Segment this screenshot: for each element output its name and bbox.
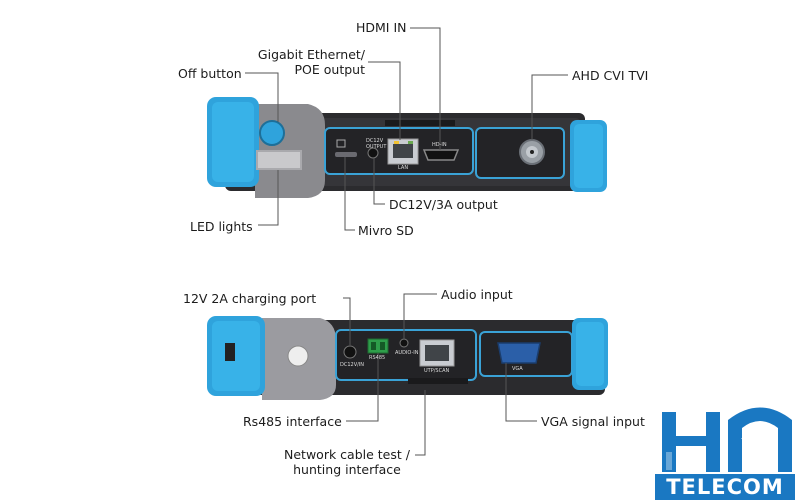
leader-rs485 (346, 353, 379, 422)
telecom-logo-text: TELECOM (655, 474, 795, 500)
leader-network-test (415, 390, 426, 456)
leader-dc-output (373, 158, 385, 205)
label-dc-output: DC12V/3A output (389, 197, 498, 212)
marking-utp: UTP/SCAN (424, 368, 450, 374)
label-rs485: Rs485 interface (243, 414, 342, 429)
off-button-icon (259, 120, 285, 146)
leader-ahd (531, 74, 568, 140)
top-device (207, 97, 607, 198)
marking-hdmi: HD-IN (432, 142, 447, 148)
label-led-lights: LED lights (190, 219, 253, 234)
label-micro-sd: Mivro SD (358, 223, 414, 238)
marking-vga: VGA (512, 366, 523, 372)
label-gigabit-ethernet: Gigabit Ethernet/ POE output (257, 47, 365, 77)
badge-icon (287, 345, 309, 367)
telecom-logo-graphic (653, 405, 798, 473)
audio-jack-icon (399, 338, 409, 348)
leader-audio-input (403, 293, 437, 339)
label-charging-port: 12V 2A charging port (183, 291, 317, 306)
hdmi-port-icon (422, 149, 460, 161)
marking-audio-in: AUDIO-IN (395, 350, 419, 356)
label-network-test: Network cable test / hunting interface (284, 447, 410, 477)
marking-dc-in: DC12V/IN (340, 362, 365, 368)
dc-in-port-icon (343, 345, 357, 359)
leader-micro-sd (344, 157, 355, 231)
bottom-device (207, 316, 608, 400)
leader-hdmi-in (410, 27, 441, 150)
leader-gigabit-ethernet (368, 61, 401, 140)
label-hdmi-in: HDMI IN (356, 20, 407, 35)
label-ahd: AHD CVI TVI (572, 68, 649, 83)
star-icon (741, 430, 763, 451)
label-audio-input: Audio input (441, 287, 513, 302)
leader-vga (505, 363, 537, 422)
label-vga-input: VGA signal input (541, 414, 645, 429)
label-off-button: Off button (178, 66, 242, 81)
dc-output-port-icon (367, 147, 379, 159)
leader-led-lights (258, 170, 279, 226)
marking-rs485: RS485 (369, 355, 386, 361)
leader-lines (245, 27, 568, 456)
micro-sd-slot (335, 152, 357, 157)
marking-lan: LAN (398, 165, 409, 171)
vga-port-icon (497, 342, 541, 364)
leader-off-button (245, 72, 279, 122)
leader-charging-port (343, 297, 351, 345)
